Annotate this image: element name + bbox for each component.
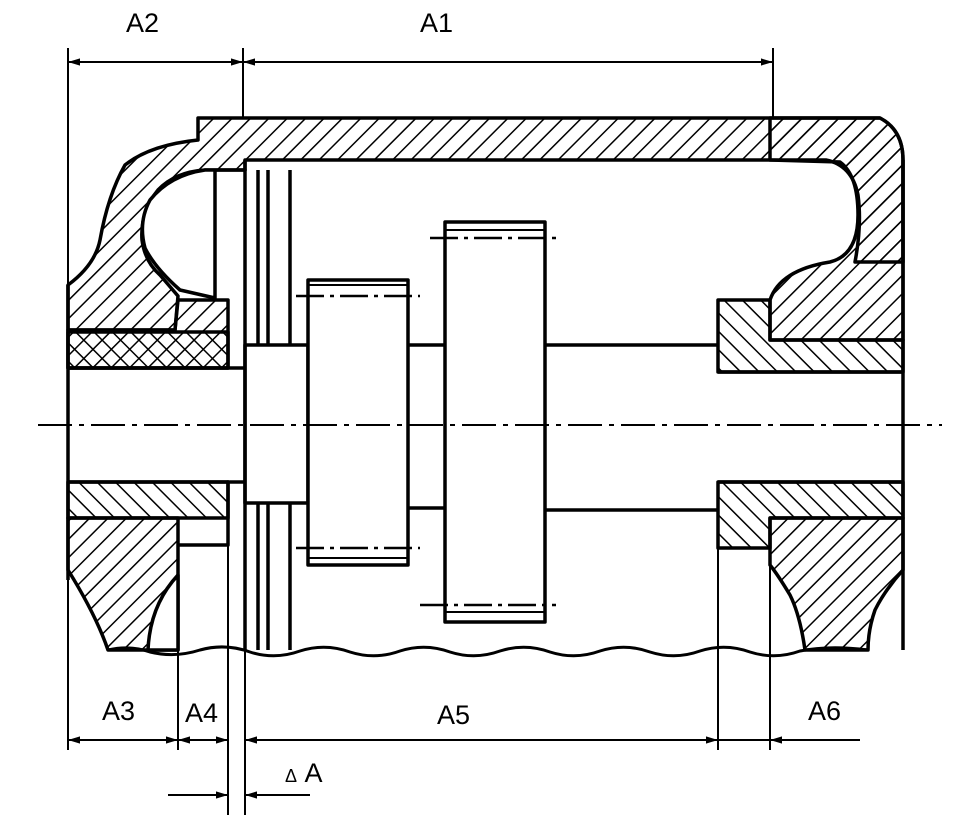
break-line — [107, 645, 869, 658]
large-gear — [443, 220, 547, 624]
right-housing-top — [768, 116, 905, 342]
delta-symbol: Δ — [285, 766, 298, 786]
left-housing-cavity — [140, 168, 247, 300]
label-a6: A6 — [808, 696, 842, 726]
left-flange-bottom-cutout — [146, 573, 180, 652]
label-a4: A4 — [185, 698, 219, 728]
delta-letter: A — [304, 758, 323, 788]
label-a5: A5 — [437, 700, 471, 730]
right-housing-bottom — [768, 516, 905, 652]
label-a3: A3 — [102, 696, 136, 726]
left-bearing-top — [66, 330, 230, 370]
label-a1: A1 — [420, 8, 454, 38]
left-bearing-bottom — [66, 480, 230, 520]
left-flange-bottom — [66, 480, 230, 652]
label-a2: A2 — [126, 8, 160, 38]
label-delta-a: Δ A — [285, 760, 323, 787]
small-gear — [306, 278, 410, 567]
